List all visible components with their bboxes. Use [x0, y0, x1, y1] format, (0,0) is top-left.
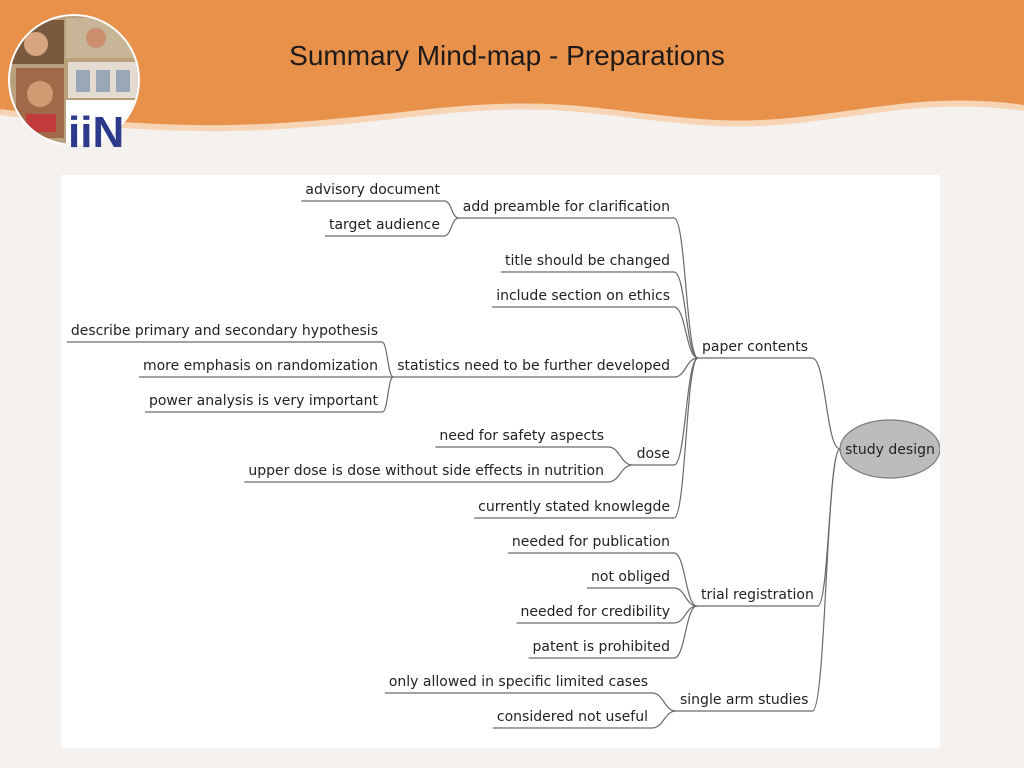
root-node — [839, 419, 940, 479]
node-needed-publication-edge — [673, 552, 698, 607]
node-patent-prohibited-edge — [673, 605, 698, 659]
mindmap-panel: study design paper contents trial regist… — [61, 175, 940, 748]
node-needed-credibility: needed for credibility — [520, 604, 670, 620]
node-add-preamble: add preamble for clarification — [463, 199, 670, 215]
leaf-target-audience: target audience — [329, 217, 440, 233]
leaf-randomization: more emphasis on randomization — [143, 358, 378, 374]
branch-trial-registration: trial registration — [701, 587, 814, 603]
header-band — [0, 0, 1024, 132]
leaf-advisory-document-edge — [444, 200, 459, 219]
node-needed-publication: needed for publication — [512, 534, 670, 550]
branch-single-arm-studies-to-root — [811, 448, 841, 712]
node-dose: dose — [637, 446, 670, 462]
node-not-obliged-edge — [673, 587, 698, 607]
branch-single-arm-studies: single arm studies — [680, 692, 808, 708]
node-stated-knowledge: currently stated knowlegde — [478, 499, 670, 515]
branch-paper-contents: paper contents — [702, 339, 808, 355]
node-ethics-section: include section on ethics — [496, 288, 670, 304]
mindmap-diagram: study design paper contents trial regist… — [66, 182, 940, 729]
leaf-advisory-document: advisory document — [305, 182, 440, 198]
root-label: study design — [845, 442, 935, 458]
node-limited-cases-edge — [651, 692, 677, 712]
leaf-power-analysis-edge — [381, 376, 394, 413]
leaf-power-analysis: power analysis is very important — [149, 393, 379, 409]
node-ethics-section-edge — [673, 306, 699, 359]
slide-title: Summary Mind-map - Preparations — [289, 40, 725, 71]
node-limited-cases: only allowed in specific limited cases — [389, 674, 648, 690]
leaf-safety-aspects: need for safety aspects — [439, 428, 604, 444]
node-statistics-edge — [673, 357, 699, 378]
node-add-preamble-edge — [673, 217, 699, 359]
leaf-primary-secondary-hypothesis-edge — [381, 341, 394, 378]
node-not-useful-edge — [651, 710, 677, 729]
leaf-upper-dose-edge — [607, 464, 633, 483]
leaf-target-audience-edge — [443, 217, 459, 237]
node-not-obliged: not obliged — [591, 569, 670, 585]
leaf-upper-dose: upper dose is dose without side effects … — [248, 463, 604, 479]
leaf-primary-secondary-hypothesis: describe primary and secondary hypothesi… — [71, 323, 378, 339]
logo-text: iiN — [68, 108, 124, 150]
node-dose-edge — [673, 357, 699, 466]
node-title-change-edge — [673, 271, 699, 359]
organization-logo: iiN — [6, 14, 152, 157]
node-statistics: statistics need to be further developed — [397, 358, 670, 374]
node-stated-knowledge-edge — [673, 357, 699, 519]
branch-paper-contents-to-root — [811, 357, 841, 450]
leaf-safety-aspects-edge — [607, 446, 633, 466]
node-title-change: title should be changed — [505, 253, 670, 269]
node-patent-prohibited: patent is prohibited — [533, 639, 670, 655]
node-not-useful: considered not useful — [497, 709, 648, 725]
